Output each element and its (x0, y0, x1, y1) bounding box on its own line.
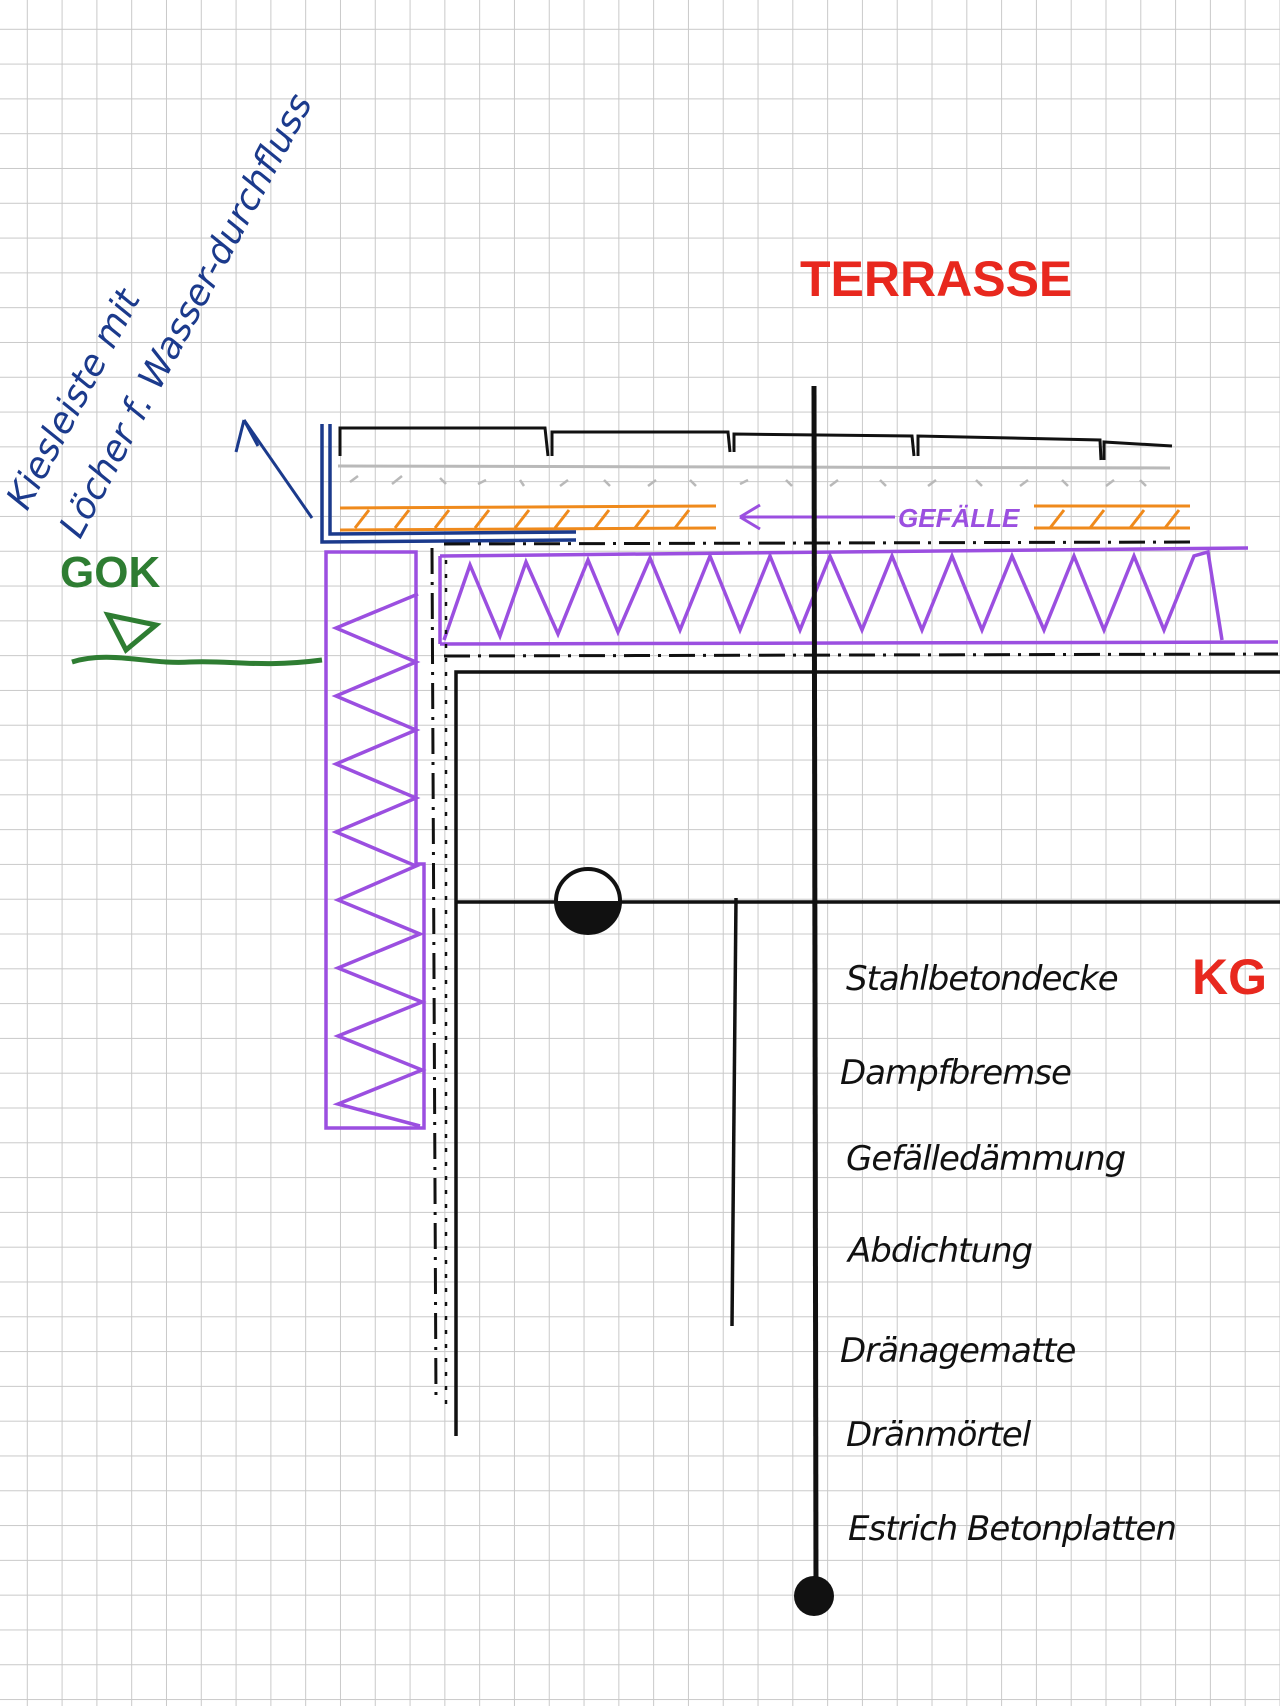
terrace-label: TERRASSE (800, 251, 1072, 307)
wall-waterproofing (430, 547, 438, 1403)
layer-legend: Stahlbetondecke Dampfbremse Gefälledämmu… (840, 959, 1177, 1549)
legend-item: Dränmörtel (846, 1415, 1032, 1455)
legend-item: Estrich Betonplatten (848, 1509, 1176, 1549)
legend-item: Stahlbetondecke (846, 959, 1118, 999)
drainage-mat (339, 504, 1190, 532)
ground-level-triangle (103, 611, 162, 654)
legend-item: Dränagematte (840, 1331, 1075, 1371)
ground-level-label: GOK (60, 548, 160, 597)
basement-label: KG (1192, 949, 1267, 1005)
perimeter-insulation (324, 550, 427, 1130)
slope-arrow (739, 503, 895, 531)
section-line (794, 385, 834, 1616)
paving-slabs (338, 426, 1173, 461)
gravel-strip (320, 424, 577, 544)
note-line-2: Löcher f. Wasser-durchfluss (52, 87, 321, 544)
waterproofing-top (443, 540, 1191, 546)
legend-item: Dampfbremse (840, 1053, 1071, 1093)
slope-insulation (438, 546, 1279, 646)
legend-item: Abdichtung (846, 1231, 1033, 1271)
drain-pipe (554, 867, 622, 935)
legend-item: Gefälledämmung (846, 1139, 1126, 1179)
gravel-strip-note: Kiesleiste mit Löcher f. Wasser-durchflu… (0, 87, 321, 544)
vapour-barrier (443, 652, 1279, 658)
ground-line (71, 654, 323, 667)
drainage-mortar (337, 464, 1171, 487)
note-arrow (234, 419, 314, 519)
slope-label: GEFÄLLE (898, 503, 1020, 533)
